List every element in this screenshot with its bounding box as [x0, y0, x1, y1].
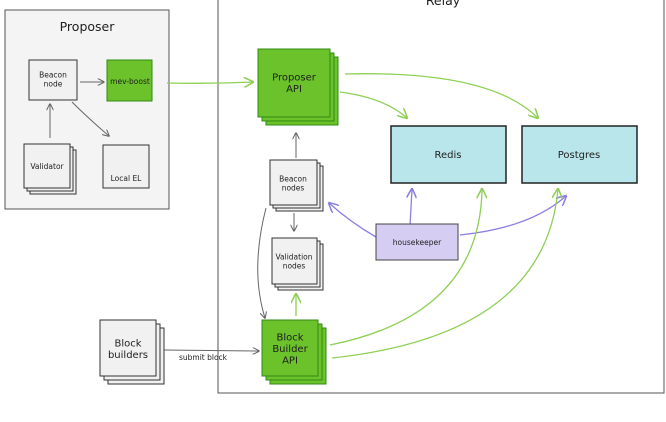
edge-proposer-api-to-postgres — [344, 73, 538, 118]
edge-block-builder-api-to-postgres — [331, 189, 558, 359]
node-validator — [23, 143, 77, 195]
node-relay-beacon — [269, 159, 324, 212]
node-housekeeper — [375, 223, 459, 261]
edge-beacon-to-block-builder-api — [257, 207, 266, 318]
node-validation-nodes — [271, 237, 324, 291]
edge-housekeeper-to-postgres — [459, 196, 566, 236]
edge-housekeeper-to-redis — [410, 189, 412, 227]
edge-label-submit-block: submit block — [179, 353, 228, 362]
node-local-el — [102, 144, 150, 189]
node-proposer-beacon — [28, 59, 78, 101]
proposer-region-title: Proposer — [60, 19, 116, 34]
edge-proposer-api-to-redis — [339, 91, 407, 118]
edge-housekeeper-to-beacon — [329, 203, 377, 238]
node-mev-boost — [106, 59, 153, 102]
node-postgres — [521, 125, 638, 184]
edge-mevboost-to-proposer-api — [166, 82, 253, 83]
edge-beacon-to-local-el — [71, 101, 109, 136]
edge-block-builders-to-block-builder-api — [163, 350, 259, 351]
node-block-builder-api — [261, 319, 327, 385]
node-proposer-api — [257, 48, 339, 126]
node-postgres-label: Postgres — [558, 150, 601, 161]
relay-region-title: Relay — [426, 0, 461, 8]
node-validator-label: Validator — [30, 162, 64, 171]
node-local-el-label: Local EL — [111, 174, 143, 183]
node-block-builders — [99, 319, 165, 385]
node-redis-label: Redis — [435, 150, 462, 161]
node-housekeeper-label: housekeeper — [393, 238, 442, 247]
edge-block-builder-api-to-redis — [329, 189, 482, 346]
node-mev-boost-label: mev-boost — [110, 77, 150, 86]
node-redis — [390, 125, 507, 184]
